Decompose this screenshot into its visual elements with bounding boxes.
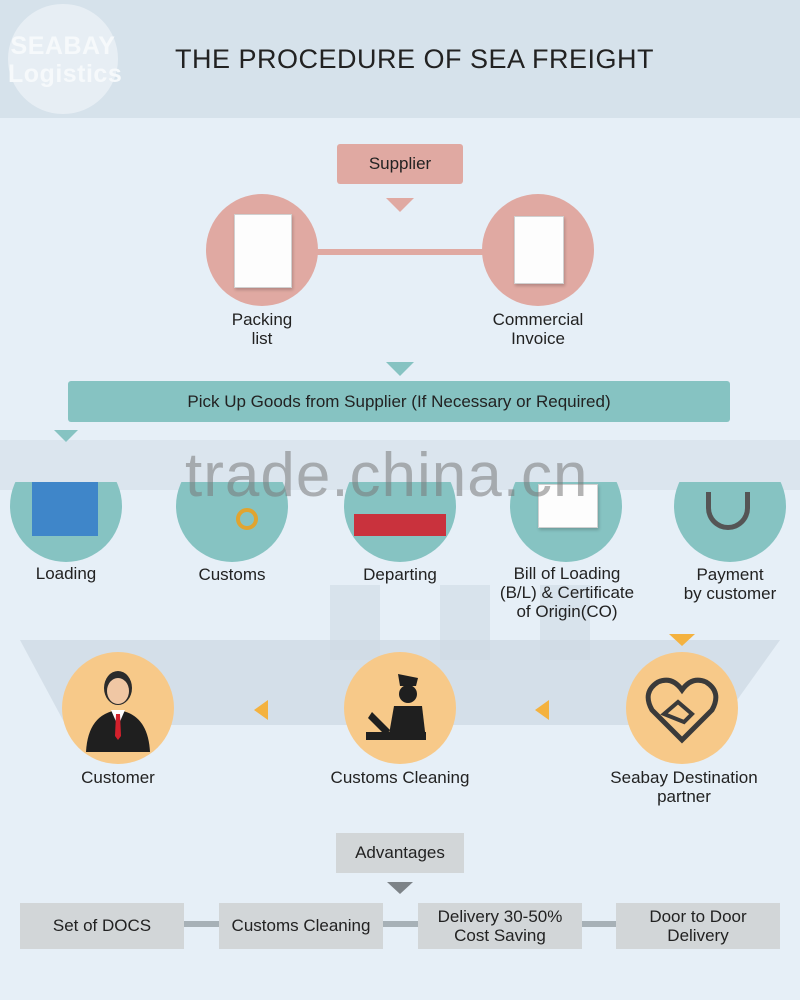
- handshake-heart-icon: [645, 677, 719, 744]
- step-label-payment-line-2: by customer: [683, 584, 777, 603]
- commercial-invoice-label: Commercial Invoice: [472, 310, 604, 348]
- destination-label-customs-line-1: Customs Cleaning: [330, 768, 470, 787]
- arrow-down-icon: [669, 634, 695, 646]
- advantage-item: Delivery 30-50% Cost Saving: [418, 903, 582, 949]
- step-label-loading: Loading: [6, 564, 126, 583]
- businessman-icon: [86, 671, 150, 752]
- container-icon: [32, 482, 98, 536]
- step-label-bill-of-loading: Bill of Loading (B/L) & Certificate of O…: [478, 564, 656, 621]
- step-label-customs: Customs: [172, 565, 292, 584]
- destination-label-partner-line-1: Seabay Destination: [610, 768, 758, 787]
- step-label-departing-line-1: Departing: [363, 565, 437, 584]
- ship-icon: [354, 514, 446, 536]
- advantage-item-3-line-1: Delivery 30-50%: [437, 907, 563, 926]
- background-stripe: [0, 440, 800, 490]
- commercial-invoice-label-line-1: Commercial: [492, 310, 584, 329]
- step-label-customs-line-1: Customs: [198, 565, 266, 584]
- connector-line: [310, 249, 490, 255]
- packing-list-label-line-2: list: [251, 329, 273, 348]
- step-label-loading-line-1: Loading: [35, 564, 97, 583]
- crane-background-3: [540, 585, 590, 660]
- arrow-down-icon: [387, 882, 413, 894]
- advantage-item-3-line-2: Cost Saving: [454, 926, 546, 945]
- destination-label-customer: Customer: [58, 768, 178, 787]
- arrow-down-icon: [386, 362, 414, 376]
- advantage-item: Door to Door Delivery: [616, 903, 780, 949]
- advantage-item-4-line-2: Delivery: [667, 926, 729, 945]
- invoice-circle: [482, 194, 594, 306]
- packing-list-label-line-1: Packing: [231, 310, 293, 329]
- crane-background-2: [440, 585, 490, 660]
- arrow-down-icon: [54, 430, 78, 442]
- step-label-bill-line-3: of Origin(CO): [516, 602, 618, 621]
- customs-cleaning-circle: [344, 652, 456, 764]
- pickup-banner: Pick Up Goods from Supplier (If Necessar…: [68, 381, 730, 422]
- arrow-left-icon: [535, 700, 549, 720]
- logo-line-2: Logistics: [8, 60, 123, 88]
- packing-list-circle: [206, 194, 318, 306]
- arrow-down-icon: [386, 198, 414, 212]
- seabay-logo: SEABAY Logistics: [8, 4, 123, 114]
- customer-circle: [62, 652, 174, 764]
- packing-list-label: Packing list: [202, 310, 322, 348]
- advantage-item-4-line-1: Door to Door: [649, 907, 747, 926]
- supplier-box: Supplier: [337, 144, 463, 184]
- advantage-item: Set of DOCS: [20, 903, 184, 949]
- packing-list-document-icon: [234, 214, 292, 288]
- crane-background: [330, 585, 380, 660]
- advantage-item-1-line-1: Set of DOCS: [52, 916, 152, 935]
- logo-line-1: SEABAY: [10, 32, 116, 60]
- step-label-bill-line-2: (B/L) & Certificate: [499, 583, 635, 602]
- stamp-icon: [236, 508, 258, 530]
- step-label-bill-line-1: Bill of Loading: [513, 564, 621, 583]
- destination-partner-circle: [626, 652, 738, 764]
- step-label-payment: Payment by customer: [664, 565, 796, 603]
- advantages-connector-line: [180, 921, 620, 927]
- destination-label-customer-line-1: Customer: [81, 768, 155, 787]
- destination-label-partner-line-2: partner: [657, 787, 711, 806]
- page-title: THE PROCEDURE OF SEA FREIGHT: [175, 44, 655, 74]
- advantage-item-2-line-1: Customs Cleaning: [231, 916, 371, 935]
- step-label-payment-line-1: Payment: [696, 565, 764, 584]
- commercial-invoice-document-icon: [514, 216, 564, 284]
- commercial-invoice-label-line-2: Invoice: [511, 329, 565, 348]
- step-label-departing: Departing: [340, 565, 460, 584]
- payment-icon: [706, 492, 750, 530]
- customs-officer-icon: [366, 674, 426, 740]
- document-icon: [538, 484, 598, 528]
- header-band: [0, 0, 800, 118]
- destination-label-partner: Seabay Destination partner: [594, 768, 774, 806]
- arrow-left-icon: [254, 700, 268, 720]
- watermark: trade.china.cn: [185, 441, 589, 510]
- advantages-title-box: Advantages: [336, 833, 464, 873]
- advantage-item: Customs Cleaning: [219, 903, 383, 949]
- destination-label-customs-cleaning: Customs Cleaning: [316, 768, 484, 787]
